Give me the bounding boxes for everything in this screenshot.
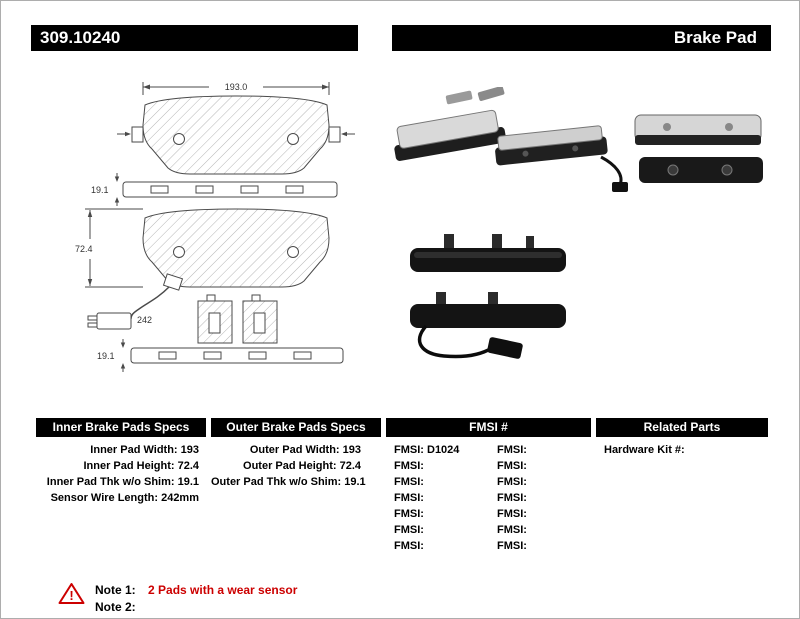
warning-icon: ! xyxy=(58,583,85,604)
related-row: Hardware Kit #: xyxy=(604,444,685,456)
related-parts-header: Related Parts xyxy=(596,418,768,437)
edge-view-bottom xyxy=(120,339,344,372)
dim-sensor-wire-label: 242 xyxy=(137,315,152,325)
dim-thickness-bottom-label: 19.1 xyxy=(97,351,115,361)
pad-ear-right xyxy=(328,126,341,143)
product-title-bar: Brake Pad xyxy=(392,25,771,51)
fmsi-row: FMSI: xyxy=(394,460,424,472)
dim-height-label: 72.4 xyxy=(75,244,93,254)
fmsi-row: FMSI: xyxy=(497,444,527,456)
pad-face-outline-2 xyxy=(142,208,330,288)
fmsi-row: FMSI: xyxy=(497,508,527,520)
pad-face-outline xyxy=(142,95,330,175)
pad-hole xyxy=(287,246,299,258)
fmsi-row: FMSI: xyxy=(497,540,527,552)
spec-row: Sensor Wire Length: 242mm xyxy=(50,492,199,504)
warning-glyph: ! xyxy=(69,588,73,603)
dim-thickness-top-label: 19.1 xyxy=(91,185,109,195)
pad-ear-left xyxy=(131,126,144,143)
sensor-wire xyxy=(87,273,184,330)
spec-row: Inner Pad Height: 72.4 xyxy=(83,460,199,472)
inner-specs-header: Inner Brake Pads Specs xyxy=(36,418,206,437)
fmsi-row: FMSI: D1024 xyxy=(394,444,460,456)
spec-row: Outer Pad Height: 72.4 xyxy=(243,460,361,472)
fmsi-row: FMSI: xyxy=(497,476,527,488)
pad-pair-view xyxy=(197,294,278,344)
fmsi-row: FMSI: xyxy=(497,524,527,536)
spec-row: Outer Pad Width: 193 xyxy=(249,444,361,456)
product-photo-pads-edge xyxy=(410,234,566,359)
fmsi-row: FMSI: xyxy=(394,540,424,552)
fmsi-column-left: FMSI: D1024 FMSI: FMSI: FMSI: FMSI: FMSI… xyxy=(394,442,494,554)
spec-row: Outer Pad Thk w/o Shim: 19.1 xyxy=(211,476,366,488)
note1-text: 2 Pads with a wear sensor xyxy=(148,583,298,597)
note-1: Note 1: 2 Pads with a wear sensor xyxy=(95,582,297,598)
fmsi-row: FMSI: xyxy=(497,492,527,504)
related-parts-column: Hardware Kit #: xyxy=(604,442,764,458)
part-number-bar: 309.10240 xyxy=(31,25,358,51)
technical-drawing: 193.0 19.1 xyxy=(75,82,355,372)
dim-width-label: 193.0 xyxy=(225,82,248,92)
pad-hole xyxy=(173,246,185,258)
spec-row: Inner Pad Width: 193 xyxy=(90,444,199,456)
outer-specs-header: Outer Brake Pads Specs xyxy=(211,418,381,437)
fmsi-row: FMSI: xyxy=(394,524,424,536)
spec-row: Inner Pad Thk w/o Shim: 19.1 xyxy=(46,476,199,488)
product-photo-pads-angled xyxy=(394,87,628,192)
pad-hole xyxy=(287,133,299,145)
dim-height-lines xyxy=(85,208,143,288)
product-photo-pads-stacked xyxy=(634,114,763,183)
note2-label: Note 2: xyxy=(95,600,136,614)
part-number: 309.10240 xyxy=(40,28,121,47)
side-arrows xyxy=(117,131,355,137)
fmsi-row: FMSI: xyxy=(497,460,527,472)
fmsi-header: FMSI # xyxy=(386,418,591,437)
fmsi-row: FMSI: xyxy=(394,508,424,520)
fmsi-column-right: FMSI: FMSI: FMSI: FMSI: FMSI: FMSI: FMSI… xyxy=(497,442,591,554)
fmsi-row: FMSI: xyxy=(394,476,424,488)
outer-specs-column: Outer Pad Width: 193 Outer Pad Height: 7… xyxy=(211,442,366,490)
inner-specs-column: Inner Pad Width: 193 Inner Pad Height: 7… xyxy=(36,442,199,506)
edge-view-top xyxy=(114,173,338,206)
note-2: Note 2: xyxy=(95,599,145,615)
note1-label: Note 1: xyxy=(95,583,136,597)
fmsi-row: FMSI: xyxy=(394,492,424,504)
dim-width-lines xyxy=(142,82,330,95)
product-title: Brake Pad xyxy=(673,28,757,47)
pad-hole xyxy=(173,133,185,145)
